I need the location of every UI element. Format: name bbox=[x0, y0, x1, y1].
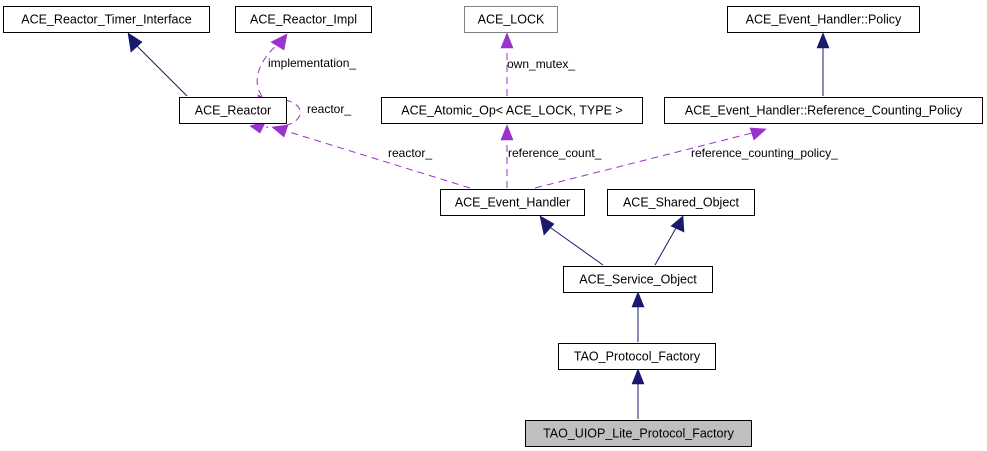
edge-label-reference-counting-policy: reference_counting_policy_ bbox=[691, 146, 838, 160]
edge-service-object-inherits-event-handler bbox=[539, 215, 604, 266]
edge-label-reference-count: reference_count_ bbox=[508, 146, 602, 160]
node-ace-service-object[interactable]: ACE_Service_Object bbox=[563, 266, 713, 293]
edge-uiop-lite-inherits-protocol-factory bbox=[631, 368, 645, 419]
edge-service-object-inherits-shared-object bbox=[654, 215, 685, 266]
node-label-ace-reactor: ACE_Reactor bbox=[195, 103, 271, 117]
node-label-ace-atomic-op: ACE_Atomic_Op< ACE_LOCK, TYPE > bbox=[401, 103, 622, 117]
edge-reactor-implementation: implementation_ bbox=[256, 33, 356, 97]
node-label-ace-event-handler-policy: ACE_Event_Handler::Policy bbox=[746, 12, 902, 26]
node-label-ace-event-handler: ACE_Event_Handler bbox=[455, 195, 570, 209]
node-ace-shared-object[interactable]: ACE_Shared_Object bbox=[607, 189, 755, 216]
edge-refcount-policy-inherits-policy bbox=[816, 32, 830, 96]
node-label-ace-reactor-impl: ACE_Reactor_Impl bbox=[250, 12, 357, 26]
node-label-ace-event-handler-reference-counting-policy: ACE_Event_Handler::Reference_Counting_Po… bbox=[685, 103, 963, 117]
node-label-tao-uiop-lite-protocol-factory: TAO_UIOP_Lite_Protocol_Factory bbox=[543, 426, 735, 440]
edge-label-reactor-self: reactor_ bbox=[307, 102, 351, 116]
edge-label-reactor: reactor_ bbox=[388, 146, 432, 160]
edge-reactor-inherits-timer-interface bbox=[127, 32, 188, 97]
node-layer: ACE_Reactor_Timer_Interface ACE_Reactor_… bbox=[3, 6, 983, 447]
edge-event-handler-reference-count: reference_count_ bbox=[500, 124, 602, 188]
node-tao-uiop-lite-protocol-factory[interactable]: TAO_UIOP_Lite_Protocol_Factory bbox=[525, 420, 752, 447]
node-ace-reactor-timer-interface[interactable]: ACE_Reactor_Timer_Interface bbox=[3, 6, 210, 33]
edge-layer: implementation_ reactor_ own_mutex_ bbox=[127, 32, 838, 419]
edge-protocol-factory-inherits-service-object bbox=[631, 291, 645, 342]
edge-atomic-op-own-mutex: own_mutex_ bbox=[500, 32, 575, 96]
node-label-ace-service-object: ACE_Service_Object bbox=[579, 272, 697, 286]
edge-event-handler-reference-counting-policy: reference_counting_policy_ bbox=[534, 127, 838, 189]
node-ace-reactor-impl[interactable]: ACE_Reactor_Impl bbox=[235, 6, 372, 33]
node-ace-lock[interactable]: ACE_LOCK bbox=[464, 6, 558, 33]
node-ace-event-handler-reference-counting-policy[interactable]: ACE_Event_Handler::Reference_Counting_Po… bbox=[664, 97, 983, 124]
edge-event-handler-reactor: reactor_ bbox=[271, 124, 471, 189]
edge-label-own-mutex: own_mutex_ bbox=[507, 57, 575, 71]
node-label-ace-shared-object: ACE_Shared_Object bbox=[623, 195, 740, 209]
node-ace-event-handler[interactable]: ACE_Event_Handler bbox=[440, 189, 585, 216]
node-label-tao-protocol-factory: TAO_Protocol_Factory bbox=[574, 349, 701, 363]
node-label-ace-lock: ACE_LOCK bbox=[478, 12, 545, 26]
node-label-ace-reactor-timer-interface: ACE_Reactor_Timer_Interface bbox=[21, 12, 191, 26]
node-tao-protocol-factory[interactable]: TAO_Protocol_Factory bbox=[558, 343, 716, 370]
node-ace-event-handler-policy[interactable]: ACE_Event_Handler::Policy bbox=[727, 6, 920, 33]
node-ace-reactor[interactable]: ACE_Reactor bbox=[179, 97, 287, 124]
edge-label-implementation: implementation_ bbox=[268, 56, 356, 70]
node-ace-atomic-op[interactable]: ACE_Atomic_Op< ACE_LOCK, TYPE > bbox=[381, 97, 643, 124]
